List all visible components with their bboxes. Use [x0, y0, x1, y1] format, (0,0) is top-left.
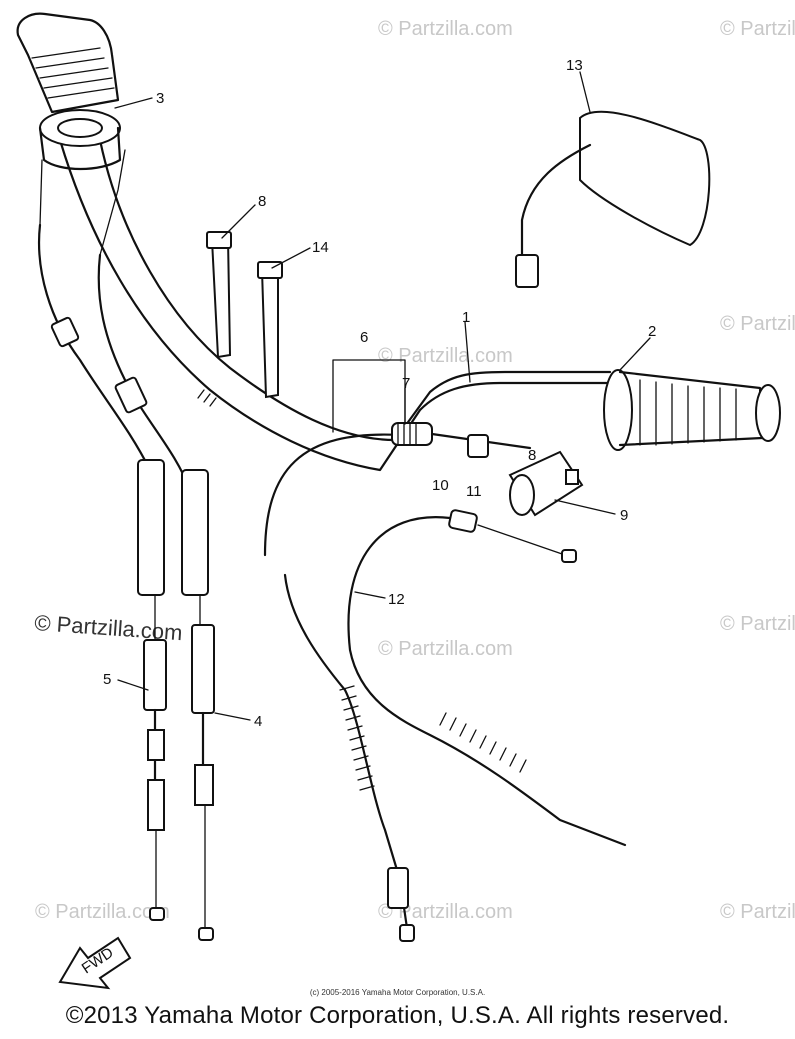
callout-leaders — [114, 71, 651, 721]
callout-11: 11 — [466, 483, 482, 500]
throttle-cable-part-6 — [263, 433, 415, 942]
callout-4: 4 — [254, 713, 262, 730]
watermark: © Partzilla.com — [720, 901, 795, 923]
clutch-cable-part-12 — [347, 509, 627, 847]
watermark: © Partzilla.com — [720, 613, 795, 635]
right-grip-part-2 — [603, 369, 781, 451]
callout-6: 6 — [360, 329, 368, 346]
callout-1: 1 — [462, 309, 470, 326]
callout-13: 13 — [566, 57, 583, 74]
watermark: © Partzilla.com — [378, 345, 513, 367]
left-grip-part-3 — [16, 12, 122, 171]
watermark: © Partzilla.com — [378, 18, 513, 40]
callout-12: 12 — [388, 591, 405, 608]
watermark: © Partzilla.com — [35, 901, 170, 923]
fwd-arrow: FWD — [58, 936, 132, 990]
watermarks: © Partzilla.com © Partzilla.com © Partzi… — [34, 18, 795, 923]
left-cables-parts-4-5 — [37, 149, 215, 941]
callout-8: 8 — [258, 193, 266, 210]
adjuster-parts-7-10-11 — [391, 422, 532, 458]
watermark: © Partzilla.com — [378, 901, 513, 923]
callout-10: 10 — [432, 477, 449, 494]
callout-3: 3 — [156, 90, 164, 107]
callout-7: 7 — [402, 375, 410, 392]
callout-14: 14 — [312, 239, 329, 256]
footer-copyright: ©2013 Yamaha Motor Corporation, U.S.A. A… — [65, 1002, 730, 1029]
watermark: © Partzilla.com — [378, 638, 513, 660]
small-copyright: (c) 2005-2016 Yamaha Motor Corporation, … — [309, 988, 486, 997]
callout-8-second: 8 — [528, 447, 536, 464]
watermark: © Partzilla.com — [720, 18, 795, 40]
handlebar-part-1 — [58, 138, 612, 472]
callout-9: 9 — [620, 507, 628, 524]
throttle-housing-part-9 — [508, 450, 584, 517]
watermark: © Partzilla.com — [720, 313, 795, 335]
cable-bands-parts-8-14 — [206, 231, 283, 399]
callout-5: 5 — [103, 671, 111, 688]
mirror-part-13 — [515, 110, 711, 288]
callout-labels: 3 8 14 6 1 2 7 13 10 11 8 9 12 5 4 — [103, 57, 656, 730]
callout-2: 2 — [648, 323, 656, 340]
